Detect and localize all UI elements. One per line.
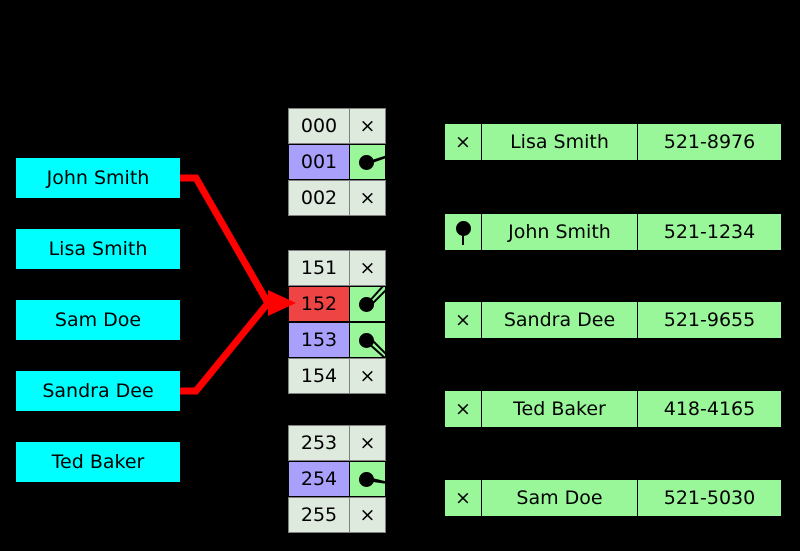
bucket-index: 253	[288, 425, 350, 461]
entry-name: John Smith	[482, 213, 638, 251]
bucket-index: 154	[288, 358, 350, 394]
key-label: John Smith	[46, 166, 150, 189]
key-box-3[interactable]: Sandra Dee	[16, 371, 180, 411]
bucket-index: 152	[288, 286, 350, 322]
bucket-row[interactable]: 002 ×	[288, 180, 386, 216]
key-box-1[interactable]: Lisa Smith	[16, 229, 180, 269]
hash-arrow-john-smith	[180, 174, 272, 305]
entry-name: Lisa Smith	[482, 123, 638, 161]
bucket-group-2: 253 × 254 255 ×	[288, 425, 386, 533]
key-box-4[interactable]: Ted Baker	[16, 442, 180, 482]
entry-row-4[interactable]: × Sam Doe 521-5030	[444, 479, 782, 517]
bucket-pointer-link[interactable]	[350, 322, 386, 358]
bucket-index: 002	[288, 180, 350, 216]
bucket-row[interactable]: 255 ×	[288, 497, 386, 533]
bucket-pointer-empty: ×	[350, 250, 386, 286]
bucket-pointer-empty: ×	[350, 425, 386, 461]
bucket-group-0: 000 × 001 002 ×	[288, 108, 386, 216]
key-label: Ted Baker	[51, 450, 145, 473]
key-box-2[interactable]: Sam Doe	[16, 300, 180, 340]
entry-phone: 521-8976	[638, 123, 782, 161]
entry-row-1[interactable]: John Smith 521-1234	[444, 213, 782, 251]
bucket-group-1: 151 × 152 153 154 ×	[288, 250, 386, 394]
bucket-index: 001	[288, 144, 350, 180]
bucket-index: 153	[288, 322, 350, 358]
entry-next-null: ×	[444, 479, 482, 517]
entry-phone: 418-4165	[638, 390, 782, 428]
bucket-row[interactable]: 001	[288, 144, 386, 180]
bucket-row[interactable]: 153	[288, 322, 386, 358]
bucket-pointer-link[interactable]	[350, 461, 386, 497]
entry-phone: 521-9655	[638, 301, 782, 339]
bucket-pointer-empty: ×	[350, 358, 386, 394]
key-box-0[interactable]: John Smith	[16, 158, 180, 198]
bucket-index: 151	[288, 250, 350, 286]
bucket-pointer-empty: ×	[350, 108, 386, 144]
bucket-row[interactable]: 154 ×	[288, 358, 386, 394]
bucket-index: 255	[288, 497, 350, 533]
hash-arrow-sandra-dee	[180, 300, 271, 395]
bucket-row[interactable]: 254	[288, 461, 386, 497]
entry-name: Ted Baker	[482, 390, 638, 428]
bucket-row[interactable]: 253 ×	[288, 425, 386, 461]
bucket-row[interactable]: 151 ×	[288, 250, 386, 286]
bucket-pointer-empty: ×	[350, 180, 386, 216]
entry-row-0[interactable]: × Lisa Smith 521-8976	[444, 123, 782, 161]
entry-next-null: ×	[444, 390, 482, 428]
pointer-stem	[462, 228, 464, 245]
pointer-dot-icon	[359, 472, 374, 487]
key-label: Sam Doe	[54, 308, 142, 331]
entry-name: Sandra Dee	[482, 301, 638, 339]
pointer-dot-icon	[359, 333, 374, 348]
entry-next-link[interactable]	[444, 213, 482, 251]
key-label: Sandra Dee	[42, 379, 154, 402]
pointer-dot-icon	[456, 221, 471, 236]
bucket-pointer-link[interactable]	[350, 286, 386, 322]
entry-phone: 521-1234	[638, 213, 782, 251]
bucket-pointer-empty: ×	[350, 497, 386, 533]
bucket-index: 254	[288, 461, 350, 497]
entry-row-3[interactable]: × Ted Baker 418-4165	[444, 390, 782, 428]
bucket-pointer-link[interactable]	[350, 144, 386, 180]
entry-name: Sam Doe	[482, 479, 638, 517]
entry-row-2[interactable]: × Sandra Dee 521-9655	[444, 301, 782, 339]
pointer-dot-icon	[359, 297, 374, 312]
entry-next-null: ×	[444, 301, 482, 339]
bucket-row[interactable]: 000 ×	[288, 108, 386, 144]
bucket-row[interactable]: 152	[288, 286, 386, 322]
key-label: Lisa Smith	[48, 237, 148, 260]
pointer-dot-icon	[359, 155, 374, 170]
entry-phone: 521-5030	[638, 479, 782, 517]
bucket-index: 000	[288, 108, 350, 144]
entry-next-null: ×	[444, 123, 482, 161]
